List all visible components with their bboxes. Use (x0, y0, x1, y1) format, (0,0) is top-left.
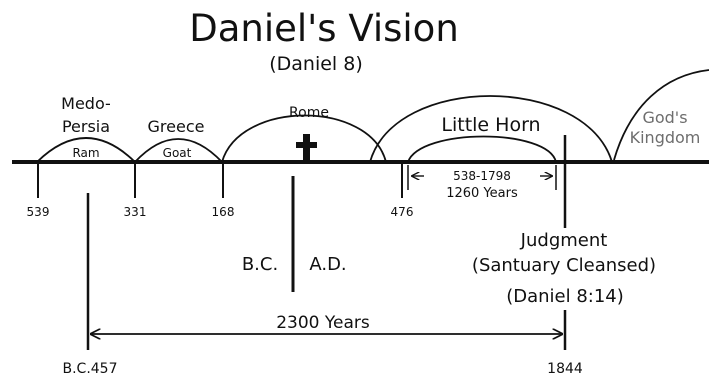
kingdom-label-rome: Rome (289, 105, 329, 121)
era-label-ad: A.D. (309, 254, 346, 275)
symbol-label-goat: Goat (163, 146, 192, 160)
date-label-476: 476 (391, 205, 414, 219)
arc-gods-kingdom (613, 69, 709, 161)
period-label-1260: 1260 Years (446, 186, 518, 201)
judgment-detail: (Santuary Cleansed) (472, 255, 656, 276)
kingdom-label-gods-line1: God's (642, 108, 687, 127)
judgment-title: Judgment (520, 230, 608, 251)
date-label-331: 331 (124, 205, 147, 219)
arc-1260 (407, 135, 557, 163)
judgment-reference: (Daniel 8:14) (506, 286, 624, 307)
kingdom-label-greece: Greece (148, 117, 205, 136)
date-label-168: 168 (212, 205, 235, 219)
kingdom-label-gods-line2: Kingdom (630, 128, 701, 147)
arc-medo-persia (36, 137, 136, 163)
page-title: Daniel's Vision (189, 7, 459, 50)
kingdom-label-medo-line2: Persia (62, 117, 110, 136)
period-range-1260: 538-1798 (453, 169, 511, 183)
period-label-2300: 2300 Years (276, 313, 370, 333)
era-label-bc: B.C. (242, 254, 278, 275)
arc-little-horn (369, 95, 613, 163)
arc-rome (221, 114, 387, 163)
kingdom-label-little-horn: Little Horn (441, 114, 540, 136)
symbol-label-ram: Ram (72, 146, 99, 160)
date-label-539: 539 (27, 205, 50, 219)
arc-greece (134, 138, 223, 163)
date-label-457bc: B.C.457 (62, 361, 117, 377)
date-label-1844: 1844 (547, 361, 583, 377)
cross-icon (296, 134, 317, 162)
page-subtitle: (Daniel 8) (269, 53, 363, 75)
kingdom-label-medo-line1: Medo- (61, 94, 111, 113)
